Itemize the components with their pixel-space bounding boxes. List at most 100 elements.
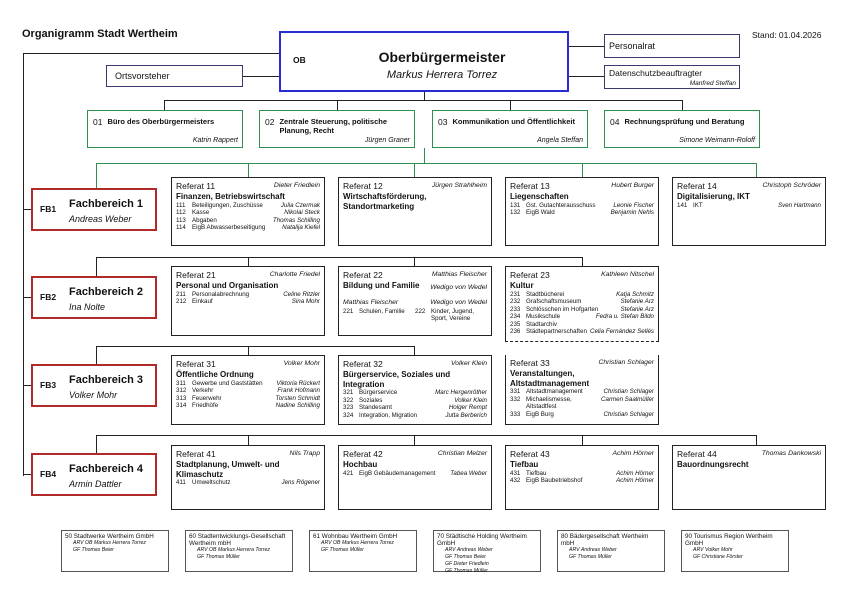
connector-line	[424, 148, 425, 163]
referat-name: Tiefbau	[510, 460, 539, 469]
company-box[interactable]: 60 Stadtentwicklungs-Gesellschaft Werthe…	[185, 530, 293, 572]
item-label: Kasse	[192, 209, 210, 217]
fachbereich-1[interactable]: FB1 Fachbereich 1 Andreas Weber	[31, 188, 157, 231]
connector-line	[243, 76, 280, 77]
staff-num: 02	[265, 117, 275, 127]
referat-title: Referat 41	[176, 449, 216, 459]
staff-num: 04	[610, 117, 620, 127]
company-role: GF Christiane Förster	[693, 554, 743, 560]
item-code: 321	[343, 389, 354, 396]
datenschutz-label: Datenschutzbeauftragter	[609, 68, 703, 78]
referat-name: Personal und Organisation	[176, 281, 279, 290]
fb-title: Fachbereich 1	[69, 198, 143, 210]
personalrat-box[interactable]: Personalrat	[604, 34, 740, 58]
referat-head: Hubert Burger	[611, 182, 654, 189]
fachbereich-2[interactable]: FB2 Fachbereich 2 Ina Nolte	[31, 276, 157, 319]
connector-line	[414, 346, 415, 355]
item-person: Carmen Saalmüller	[601, 395, 654, 403]
item-code: 113	[176, 216, 186, 224]
ob-box[interactable]: OB Oberbürgermeister Markus Herrera Torr…	[279, 31, 569, 92]
staff-name: Katrin Rappert	[192, 137, 238, 144]
item-person: Sven Hartmann	[778, 201, 821, 209]
item-person: Stefanie Arz	[620, 298, 654, 306]
referat-22[interactable]: Referat 22 Matthias Fleischer Bildung un…	[338, 266, 492, 336]
ortsvorsteher-box[interactable]: Ortsvorsteher	[106, 65, 243, 87]
fachbereich-4[interactable]: FB4 Fachbereich 4 Armin Dattler	[31, 453, 157, 496]
company-role: ARV OB Markus Herrera Torrez	[321, 540, 394, 546]
item-person: Torsten Schmidt	[275, 394, 320, 402]
referat-head: Christian Schlager	[598, 359, 654, 366]
staff-box-02[interactable]: 02 Zentrale Steuerung, politische Planung…	[259, 110, 415, 148]
item-label: Standesamt	[359, 404, 393, 412]
fachbereich-3[interactable]: FB3 Fachbereich 3 Volker Mohr	[31, 364, 157, 407]
referat-head: Charlotte Friedel	[269, 271, 320, 278]
referat-head: Kathleen Nitschel	[601, 271, 654, 278]
connector-line	[756, 163, 757, 177]
item-person: Natalija Kiefel	[282, 224, 320, 232]
sub-head-right: Wedigo von Wedel	[430, 298, 487, 306]
item-code: 312	[176, 387, 187, 395]
connector-line	[23, 297, 31, 298]
connector-line	[582, 257, 583, 266]
datenschutz-box[interactable]: Datenschutzbeauftragter Manfred Steffan	[604, 65, 740, 89]
staff-label: Zentrale Steuerung, politische Planung, …	[279, 117, 387, 135]
referat-name: Liegenschaften	[510, 192, 569, 201]
company-role: GF Thomas Müller	[321, 547, 364, 553]
company-name: 60 Stadtentwicklungs-Gesellschaft Werthe…	[189, 533, 286, 547]
item-label: Musikschule	[526, 313, 561, 321]
connector-line	[96, 346, 414, 347]
connector-line	[23, 385, 31, 386]
